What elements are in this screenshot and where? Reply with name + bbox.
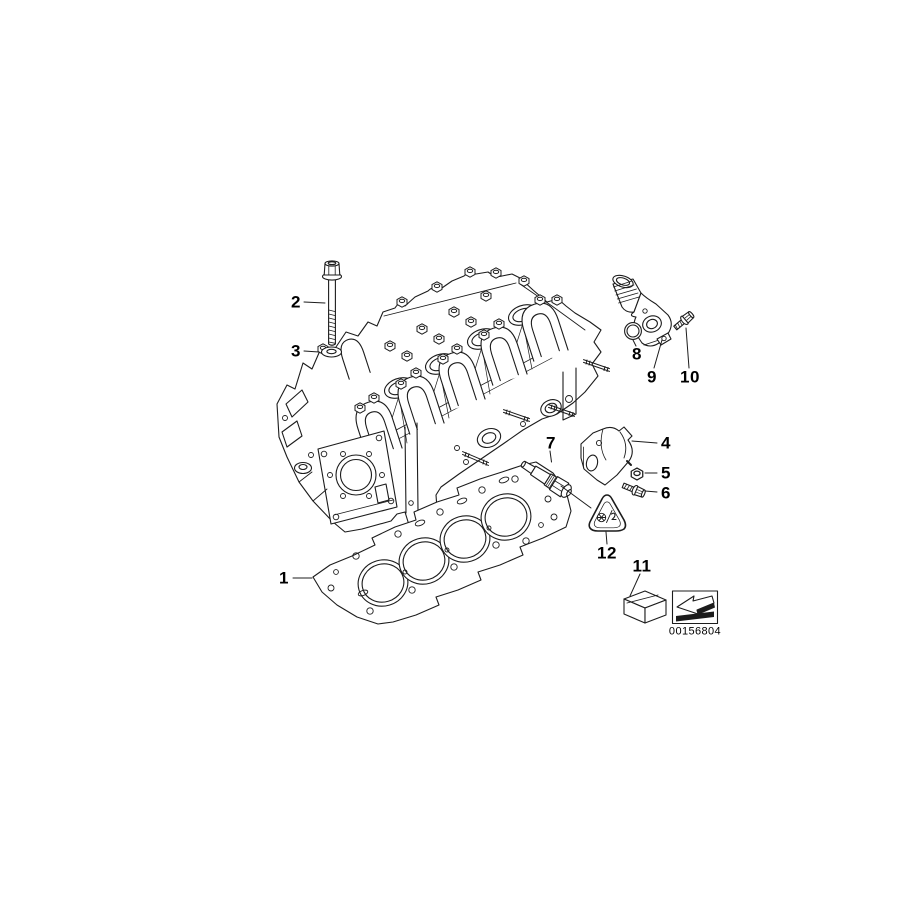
- callout-6[interactable]: 6: [661, 483, 671, 503]
- callout-10[interactable]: 10: [680, 367, 700, 387]
- callout-3[interactable]: 3: [291, 341, 301, 361]
- leader-lines: [292, 301, 690, 597]
- cover-plate-drawing: [580, 426, 633, 486]
- package-box-drawing: [623, 590, 667, 624]
- temperature-sensor-drawing: [520, 460, 572, 498]
- callout-8[interactable]: 8: [632, 344, 642, 364]
- nut-drawing: [630, 467, 644, 481]
- callout-11[interactable]: 11: [632, 556, 652, 576]
- head-bolt-drawing: [321, 260, 343, 346]
- direction-arrow-stamp-icon: [671, 590, 719, 625]
- washer-drawing: [320, 346, 343, 358]
- cylinder-head-drawing: [276, 266, 610, 533]
- bolt-10-drawing: [673, 311, 695, 331]
- callout-12[interactable]: 12: [597, 543, 617, 563]
- callout-1[interactable]: 1: [279, 568, 289, 588]
- coolant-connector-drawing: [612, 274, 672, 347]
- callout-2[interactable]: 2: [291, 292, 301, 312]
- callout-9[interactable]: 9: [647, 367, 657, 387]
- callout-4[interactable]: 4: [661, 433, 671, 453]
- warning-triangle-icon: [588, 494, 627, 532]
- callout-5[interactable]: 5: [661, 463, 671, 483]
- bolt-6-drawing: [621, 482, 646, 498]
- stud-bolt-drawing: [462, 359, 610, 466]
- o-ring-drawing: [624, 322, 642, 340]
- cylinder-head-gasket-drawing: [312, 461, 572, 625]
- callout-7[interactable]: 7: [546, 433, 556, 453]
- diagram-code: 00156804: [668, 625, 722, 638]
